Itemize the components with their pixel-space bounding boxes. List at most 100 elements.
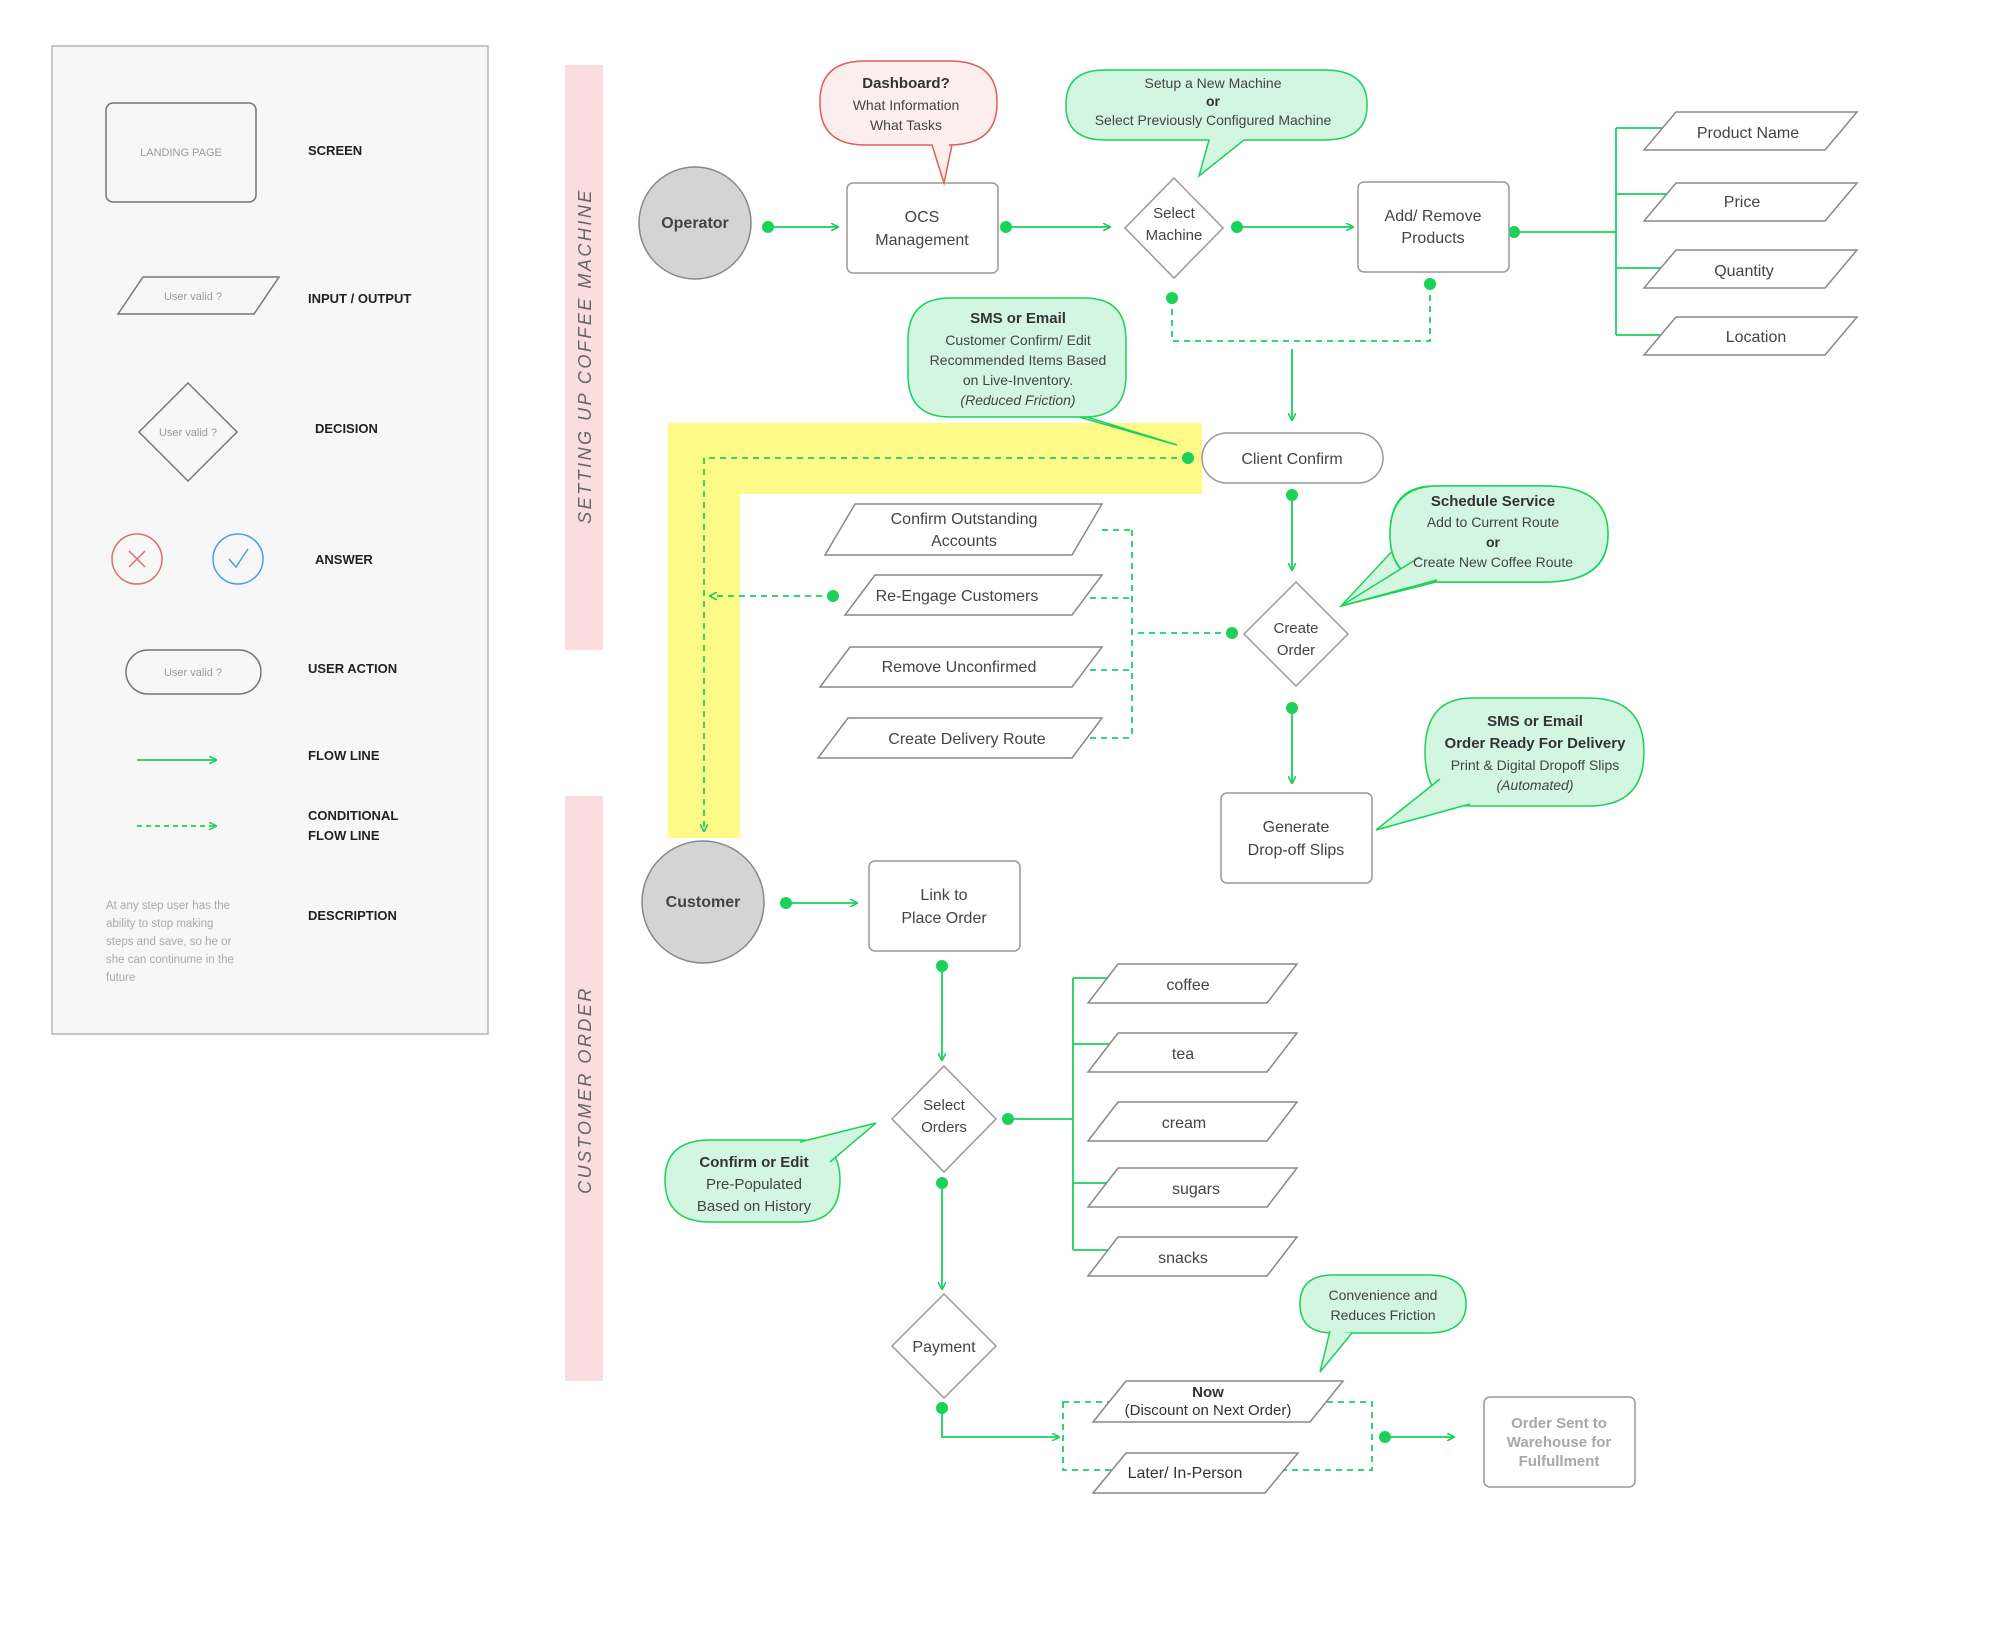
create-order-label-1: Create [1273, 620, 1318, 637]
create-delivery-route-output[interactable] [816, 717, 1104, 759]
sms-confirm-line-2: Recommended Items Based [930, 352, 1107, 368]
legend-conditional-label-1: CONDITIONAL [308, 808, 398, 823]
schedule-callout-tail [1340, 556, 1438, 607]
remove-unconfirmed-label: Remove Unconfirmed [882, 659, 1037, 676]
quantity-field[interactable] [1642, 249, 1859, 289]
legend-io-shape [116, 276, 281, 315]
client-confirm-action[interactable] [1201, 432, 1384, 484]
confirm-edit-callout-tail [799, 1122, 877, 1163]
legend-description-text: At any step user has the ability to stop… [106, 900, 234, 984]
payment-label: Payment [912, 1339, 976, 1356]
operator-actor[interactable] [638, 166, 752, 280]
legend-screen-sample: LANDING PAGE [140, 147, 222, 159]
cond-create-order-to-actions [1090, 529, 1232, 739]
sugars-label: sugars [1172, 1181, 1220, 1198]
legend-decision-sample: User valid ? [159, 427, 217, 439]
tea-label: tea [1172, 1046, 1194, 1063]
highlight-conditional-path [668, 423, 1202, 838]
coffee-item[interactable] [1086, 963, 1299, 1004]
schedule-callout-or: or [1486, 534, 1501, 550]
schedule-callout-line-3: Create New Coffee Route [1413, 554, 1573, 570]
confirm-outstanding-label-2: Accounts [931, 533, 997, 550]
select-machine-label-1: Select [1153, 205, 1196, 222]
flow-lines [704, 127, 1673, 1471]
svg-text:steps and save, so he or: steps and save, so he or [106, 936, 231, 948]
legend-no-answer-x [128, 550, 146, 568]
sms-delivery-title-2: Order Ready For Delivery [1445, 735, 1627, 752]
legend-io-sample: User valid ? [164, 291, 222, 303]
link-place-order-screen[interactable] [868, 860, 1021, 952]
location-field[interactable] [1642, 316, 1859, 356]
dashboard-callout [819, 60, 998, 186]
payment-decision[interactable] [890, 1292, 998, 1400]
flow-payment-to-options [941, 1408, 1059, 1437]
cond-payment-options-group [1062, 1401, 1373, 1471]
sms-confirm-callout [907, 297, 1178, 446]
select-orders-decision[interactable] [890, 1064, 998, 1174]
sugars-item[interactable] [1086, 1167, 1299, 1208]
select-machine-label-2: Machine [1146, 227, 1203, 244]
legend-io-label: INPUT / OUTPUT [308, 291, 411, 306]
legend-screen-shape [105, 102, 257, 203]
swimlane-order [565, 796, 603, 1381]
remove-unconfirmed-output[interactable] [818, 646, 1104, 688]
svg-text:ability to stop making: ability to stop making [106, 918, 213, 930]
cream-item[interactable] [1086, 1101, 1299, 1142]
cream-label: cream [1162, 1115, 1206, 1132]
pay-now-label: Now [1192, 1384, 1224, 1401]
reengage-customers-output[interactable] [843, 574, 1104, 616]
link-place-order-label-1: Link to [920, 887, 967, 904]
sms-delivery-callout-body [1424, 697, 1645, 807]
create-order-decision[interactable] [1242, 580, 1350, 688]
legend-decision-label: DECISION [315, 421, 378, 436]
sms-confirm-line-3: on Live-Inventory. [963, 372, 1073, 388]
ocs-management-screen[interactable] [846, 182, 999, 274]
machine-callout [1065, 69, 1368, 179]
legend-yes-answer-icon [212, 533, 264, 585]
ocs-management-label-2: Management [875, 232, 969, 249]
sms-delivery-line: Print & Digital Dropoff Slips [1451, 757, 1620, 773]
confirm-outstanding-label-1: Confirm Outstanding [891, 511, 1038, 528]
warehouse-fulfillment-screen[interactable] [1483, 1396, 1636, 1488]
confirm-outstanding-output[interactable] [823, 503, 1104, 556]
schedule-callout-line-1: Add to Current Route [1427, 514, 1560, 530]
legend-decision-shape [137, 381, 239, 483]
select-machine-decision[interactable] [1123, 176, 1225, 280]
location-label: Location [1726, 329, 1787, 346]
dashboard-callout-title: Dashboard? [862, 75, 950, 92]
price-field[interactable] [1642, 182, 1859, 222]
customer-actor[interactable] [641, 840, 765, 964]
confirm-edit-line-2: Based on History [697, 1198, 812, 1215]
snacks-label: snacks [1158, 1250, 1208, 1267]
machine-callout-line-1: Setup a New Machine [1145, 75, 1282, 91]
operator-label: Operator [661, 215, 729, 232]
cond-client-confirm-to-customer [704, 457, 1188, 831]
product-name-field[interactable] [1642, 111, 1859, 151]
legend-no-answer-icon [111, 533, 163, 585]
create-delivery-route-label: Create Delivery Route [888, 731, 1046, 748]
sms-delivery-note: (Automated) [1496, 777, 1573, 793]
warehouse-label-1: Order Sent to [1511, 1415, 1607, 1432]
sms-delivery-title-1: SMS or Email [1487, 713, 1583, 730]
snacks-item[interactable] [1086, 1236, 1299, 1277]
warehouse-label-2: Warehouse for [1507, 1434, 1612, 1451]
customer-label: Customer [666, 894, 741, 911]
add-remove-label-1: Add/ Remove [1385, 208, 1482, 225]
sms-confirm-note: (Reduced Friction) [960, 392, 1075, 408]
legend-screen-label: SCREEN [308, 143, 362, 158]
client-confirm-label: Client Confirm [1241, 451, 1342, 468]
tea-item[interactable] [1086, 1032, 1299, 1073]
add-remove-products-screen[interactable] [1357, 181, 1510, 273]
quantity-label: Quantity [1714, 263, 1774, 280]
legend-panel: LANDING PAGE SCREEN User valid ? INPUT /… [51, 45, 489, 1035]
generate-label-2: Drop-off Slips [1248, 842, 1345, 859]
legend-yes-answer-check [228, 548, 249, 569]
schedule-callout-body [1389, 485, 1609, 583]
convenience-callout-tail [1319, 1330, 1353, 1373]
pay-later-option[interactable] [1091, 1452, 1300, 1494]
pay-now-option[interactable] [1091, 1380, 1345, 1423]
generate-dropoff-slips-screen[interactable] [1220, 792, 1373, 884]
schedule-callout-title: Schedule Service [1431, 493, 1555, 510]
swimlane-order-label: CUSTOMER ORDER [575, 986, 595, 1194]
